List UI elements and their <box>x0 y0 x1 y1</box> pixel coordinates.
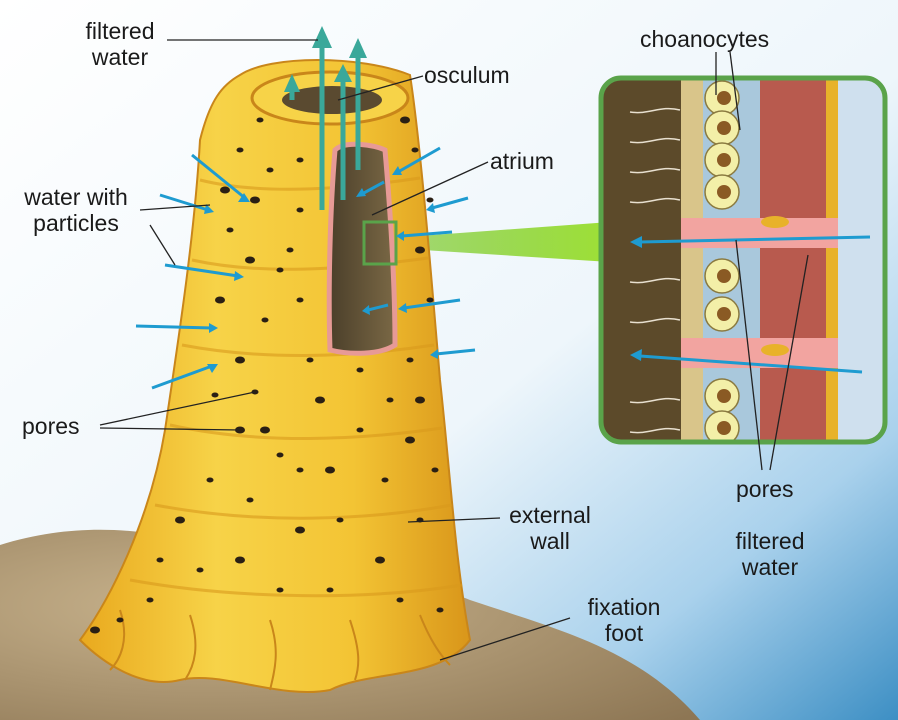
label-filtered-water-right-line1: filtered <box>735 528 805 554</box>
choanocyte-nucleus <box>717 389 731 403</box>
choanocyte-nucleus <box>717 307 731 321</box>
pore-flow-arrow-icon <box>630 235 871 374</box>
choanocyte-inset <box>598 75 888 445</box>
choanocyte-nucleus <box>717 421 731 435</box>
label-choanocytes: choanocytes <box>640 26 770 52</box>
label-pores-left: pores <box>22 413 80 439</box>
choanocyte-nucleus <box>717 153 731 167</box>
label-filtered-water-top: filtered water <box>70 18 170 70</box>
label-fixation-foot-line1: fixation <box>587 594 661 620</box>
label-external-wall-line2: wall <box>530 528 570 554</box>
label-water-with-particles: water with particles <box>6 184 146 236</box>
atrium-cutaway <box>326 141 398 356</box>
choanocyte-cell-icon <box>704 80 740 442</box>
sponge-pores <box>90 116 444 634</box>
label-pores-right: pores <box>736 476 794 502</box>
zoom-box <box>362 220 398 266</box>
label-filtered-water-top-line1: filtered <box>85 18 155 44</box>
choanocyte-nucleus <box>717 269 731 283</box>
water-inflow-arrow-icon <box>135 146 476 390</box>
label-external-wall-line1: external <box>509 502 591 528</box>
filtered-water-outflow-arrow-icon <box>284 26 367 210</box>
choanocyte-nucleus <box>717 185 731 199</box>
leader-lines <box>99 39 809 661</box>
label-filtered-water-right: filtered water <box>718 528 822 580</box>
choanocyte-nucleus <box>717 121 731 135</box>
label-fixation-foot-line2: foot <box>604 620 644 646</box>
choanocyte-nucleus <box>717 91 731 105</box>
label-external-wall: external wall <box>498 502 602 554</box>
inset-border <box>598 75 888 445</box>
label-water-with-particles-line1: water with <box>24 184 128 210</box>
label-osculum: osculum <box>424 62 510 88</box>
label-filtered-water-top-line2: water <box>91 44 149 70</box>
label-water-with-particles-line2: particles <box>33 210 119 236</box>
label-atrium: atrium <box>490 148 554 174</box>
zoom-beam <box>392 222 610 262</box>
label-filtered-water-right-line2: water <box>741 554 799 580</box>
label-fixation-foot: fixation foot <box>572 594 676 646</box>
